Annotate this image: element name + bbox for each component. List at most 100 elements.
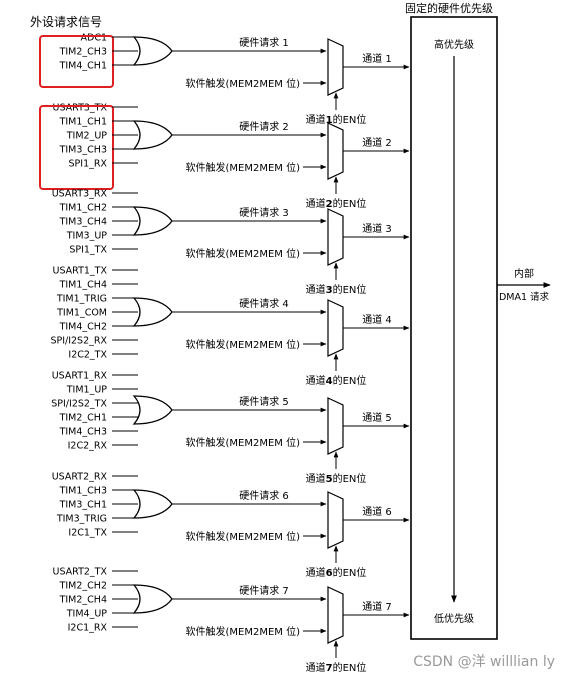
channel-5-signal-4: TIM2_CH1: [59, 413, 107, 424]
channel-3-sw-trigger-label: 软件触发(MEM2MEM 位): [186, 247, 301, 260]
channel-2-hw-request-label: 硬件请求 2: [239, 120, 289, 133]
channel-3-mux: [327, 208, 344, 266]
channel-2-channel-label: 通道 2: [362, 136, 392, 149]
channel-7-signal-1: USART2_TX: [53, 567, 108, 578]
channel-7-sw-trigger-label: 软件触发(MEM2MEM 位): [186, 625, 301, 638]
channel-2-signal-2: TIM1_CH1: [59, 117, 107, 128]
channel-5-channel-label: 通道 5: [362, 411, 392, 424]
channel-4-signal-5: TIM4_CH2: [59, 322, 107, 333]
channel-5-en-prefix: 通道: [306, 472, 326, 485]
channel-4-en-prefix: 通道: [306, 374, 326, 387]
channel-3-signal-1: USART3_RX: [52, 189, 108, 200]
channel-5-en-label: 通道5的EN位: [306, 472, 367, 485]
channel-6-en-suffix: 的EN位: [333, 566, 367, 579]
channel-7-signal-3: TIM2_CH4: [59, 595, 107, 606]
channel-1-signal-3: TIM4_CH1: [59, 61, 107, 72]
channel-6-signal-2: TIM1_CH3: [59, 486, 107, 497]
channel-2-sw-trigger-label: 软件触发(MEM2MEM 位): [186, 161, 301, 174]
channel-6-en-num: 6: [326, 568, 333, 579]
channel-7-en-prefix: 通道: [306, 661, 326, 674]
channel-4-hw-request-label: 硬件请求 4: [239, 297, 289, 310]
channel-1-highlight-box: [39, 35, 114, 88]
watermark: CSDN @洋 willlian ly: [413, 654, 555, 670]
channel-2-en-prefix: 通道: [306, 197, 326, 210]
channel-1-hw-request-label: 硬件请求 1: [239, 36, 289, 49]
output-sublabel: DMA1 请求: [499, 291, 550, 303]
channel-5-signal-6: I2C2_RX: [68, 441, 108, 452]
channel-5-or-gate: [132, 395, 173, 425]
channel-7-channel-label: 通道 7: [362, 600, 392, 613]
channel-5-signal-3: SPI/I2S2_TX: [51, 399, 107, 410]
channel-1-signal-1: ADC1: [81, 33, 108, 44]
channel-4-en-num: 4: [326, 376, 333, 387]
channel-4-sw-trigger-label: 软件触发(MEM2MEM 位): [186, 338, 301, 351]
channel-3-en-num: 3: [326, 285, 333, 296]
channel-7-mux: [327, 586, 344, 644]
hardware-priority-title: 固定的硬件优先级: [405, 1, 493, 15]
channel-6-mux: [327, 491, 344, 549]
channel-7-signal-4: TIM4_UP: [66, 609, 108, 620]
channel-5-sw-trigger-label: 软件触发(MEM2MEM 位): [186, 436, 301, 449]
low-priority-label: 低优先级: [434, 612, 474, 625]
channel-4-signal-2: TIM1_CH4: [59, 280, 107, 291]
channel-4-en-label: 通道4的EN位: [306, 374, 367, 387]
channel-6-hw-request-label: 硬件请求 6: [239, 489, 289, 502]
channel-2-mux: [327, 122, 344, 180]
channel-5-signal-5: TIM4_CH3: [59, 427, 107, 438]
channel-3-signal-5: SPI1_TX: [69, 245, 107, 256]
channel-4-signal-7: I2C2_TX: [68, 350, 107, 361]
channel-1-signal-2: TIM2_CH3: [59, 47, 107, 58]
high-priority-label: 高优先级: [434, 38, 474, 51]
channel-2-or-gate: [132, 120, 173, 150]
channel-3-en-suffix: 的EN位: [333, 283, 367, 296]
channel-1-en-prefix: 通道: [306, 113, 326, 126]
channel-4-channel-label: 通道 4: [362, 313, 392, 326]
channel-6-en-prefix: 通道: [306, 566, 326, 579]
channel-3-hw-request-label: 硬件请求 3: [239, 206, 289, 219]
channel-5-signal-1: USART1_RX: [52, 371, 108, 382]
channel-6-signal-1: USART2_RX: [52, 472, 108, 483]
channel-4-signal-6: SPI/I2S2_RX: [50, 336, 107, 347]
channel-1-en-label: 通道1的EN位: [306, 113, 367, 126]
channel-7-or-gate: [132, 584, 173, 614]
channel-4-signal-3: TIM1_TRIG: [56, 294, 107, 305]
peripheral-signals-title: 外设请求信号: [30, 15, 102, 29]
channel-7-signal-5: I2C1_RX: [68, 623, 108, 634]
channel-7-en-suffix: 的EN位: [333, 661, 367, 674]
channel-4-signal-1: USART1_TX: [53, 266, 108, 277]
channel-3-channel-label: 通道 3: [362, 222, 392, 235]
channel-4-signal-4: TIM1_COM: [56, 308, 107, 319]
channel-5-en-num: 5: [326, 474, 333, 485]
channel-1-en-num: 1: [326, 115, 333, 126]
channel-2-highlight-box: [39, 105, 114, 190]
channel-6-signal-3: TIM3_CH1: [59, 500, 107, 511]
channel-7-en-label: 通道7的EN位: [306, 661, 367, 674]
channel-6-channel-label: 通道 6: [362, 505, 392, 518]
channel-1-or-gate: [132, 36, 173, 66]
channel-4-or-gate: [132, 297, 173, 327]
channel-2-signal-1: USART3_TX: [53, 103, 108, 114]
channel-6-sw-trigger-label: 软件触发(MEM2MEM 位): [186, 530, 301, 543]
output-label: 内部: [514, 267, 534, 280]
channel-3-signal-2: TIM1_CH2: [59, 203, 107, 214]
channel-5-mux: [327, 397, 344, 455]
channel-1-sw-trigger-label: 软件触发(MEM2MEM 位): [186, 77, 301, 90]
channel-2-en-suffix: 的EN位: [333, 197, 367, 210]
channel-3-en-prefix: 通道: [306, 283, 326, 296]
channel-3-or-gate: [132, 206, 173, 236]
channel-6-en-label: 通道6的EN位: [306, 566, 367, 579]
channel-2-signal-4: TIM3_CH3: [59, 145, 107, 156]
channel-3-en-label: 通道3的EN位: [306, 283, 367, 296]
channel-5-en-suffix: 的EN位: [333, 472, 367, 485]
channel-7-hw-request-label: 硬件请求 7: [239, 584, 289, 597]
channel-3-signal-3: TIM3_CH4: [59, 217, 107, 228]
channel-1-en-suffix: 的EN位: [333, 113, 367, 126]
channel-6-signal-4: TIM3_TRIG: [56, 514, 107, 525]
channel-4-mux: [327, 299, 344, 357]
channel-4-en-suffix: 的EN位: [333, 374, 367, 387]
channel-3-signal-4: TIM3_UP: [66, 231, 108, 242]
channel-1-channel-label: 通道 1: [362, 52, 392, 65]
channel-7-en-num: 7: [326, 663, 333, 674]
channel-1-mux: [327, 38, 344, 96]
